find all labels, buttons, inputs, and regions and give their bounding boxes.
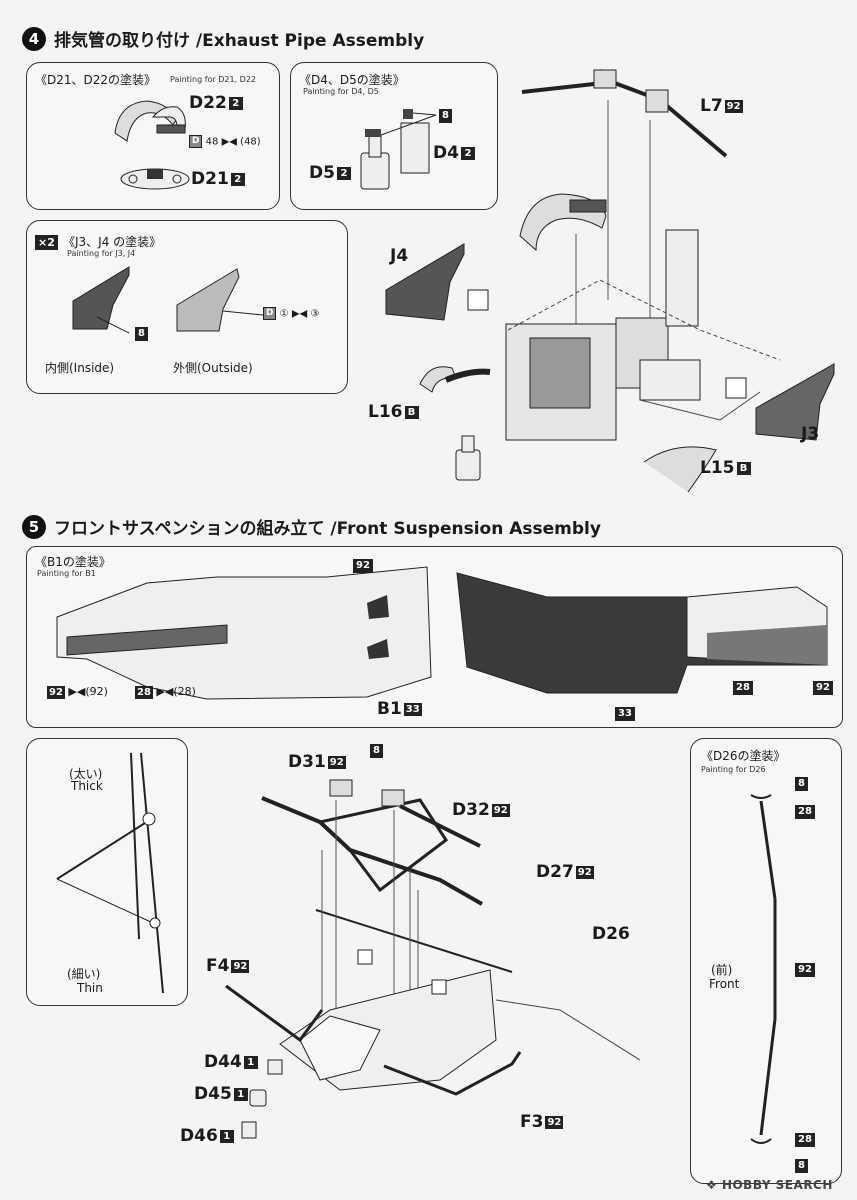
- monocoque-drawing: [56, 566, 828, 700]
- color-8: 8: [135, 327, 148, 341]
- step-number: 4: [22, 26, 46, 51]
- color-92: 92: [813, 681, 833, 695]
- suspension-detail-drawing: [56, 752, 164, 994]
- thick-label-jp: (太い): [69, 767, 103, 781]
- thick-label-en: Thick: [71, 779, 103, 793]
- paint-code-d22: D 48 ▶◀ (48): [189, 135, 261, 148]
- front-label-en: Front: [709, 977, 740, 991]
- bracket-drawing: [360, 109, 437, 190]
- thin-label-en: Thin: [77, 981, 103, 995]
- front-label-jp: (前): [711, 963, 733, 977]
- mix-icon: ▶◀: [156, 685, 174, 698]
- color-28-top: 28: [795, 805, 815, 819]
- hobby-search-icon: ❖: [706, 1178, 722, 1192]
- color-92-mid: 92: [795, 963, 815, 977]
- exhaust-cover-drawing: [114, 100, 190, 190]
- panel-subtitle: Painting for B1: [37, 569, 96, 578]
- panel-subtitle: Painting for D26: [701, 765, 766, 774]
- color-8-top: 8: [795, 777, 808, 791]
- panel-title: 《D4、D5の塗装》: [299, 73, 405, 87]
- tie-rod-drawing: [750, 794, 777, 1144]
- inside-label: 内側(Inside): [45, 361, 115, 375]
- panel-subtitle: Painting for D21, D22: [170, 75, 257, 84]
- step-5-heading: 5 フロントサスペンションの組み立て /Front Suspension Ass…: [22, 514, 601, 539]
- watermark-logo: ❖ HOBBY SEARCH: [706, 1178, 833, 1192]
- multiplier-badge: ×2: [35, 235, 58, 250]
- part-label-j4: J4: [390, 246, 409, 266]
- side-panel-drawing: [72, 266, 264, 334]
- color-28: 28: [733, 681, 753, 695]
- mix-icon: ▶◀: [221, 136, 237, 148]
- paint-code-28: 28 ▶◀(28): [135, 685, 196, 699]
- panel-thick-thin: (太い) Thick (細い) Thin: [26, 738, 188, 1006]
- panel-subtitle: Painting for D4, D5: [303, 87, 379, 96]
- step-4-heading: 4 排気管の取り付け /Exhaust Pipe Assembly: [22, 26, 424, 51]
- color-92-top: 92: [353, 559, 373, 573]
- panel-d26: 《D26の塗装》 Painting for D26 8 28 92 (前) Fr…: [690, 738, 842, 1184]
- panel-subtitle: Painting for J3, J4: [67, 249, 136, 258]
- engine-assembly-drawing: [385, 68, 835, 493]
- color-8: 8: [370, 744, 383, 758]
- panel-title: 《B1の塗装》: [35, 555, 111, 569]
- thin-label-jp: (細い): [67, 967, 101, 981]
- mix-icon: ▶◀: [68, 685, 86, 698]
- step-number: 5: [22, 514, 46, 539]
- color-8: 8: [439, 109, 452, 123]
- panel-b1: 《B1の塗装》 Painting for B1 92 ▶◀(92) 28 ▶◀(…: [26, 546, 843, 728]
- color-8-bottom: 8: [795, 1159, 808, 1173]
- color-28-bottom: 28: [795, 1133, 815, 1147]
- step-title: フロントサスペンションの組み立て /Front Suspension Assem…: [54, 519, 601, 539]
- panel-j3-j4: ×2 《J3、J4 の塗装》 Painting for J3, J4 8 D ①…: [26, 220, 348, 394]
- paint-code-92: 92 ▶◀(92): [47, 685, 108, 699]
- step-title: 排気管の取り付け /Exhaust Pipe Assembly: [54, 31, 425, 51]
- paint-code-j: D ① ▶◀ ③: [263, 307, 319, 320]
- part-label-j3: J3: [801, 424, 820, 444]
- part-label-d26: D26: [592, 924, 630, 944]
- panel-title: 《J3、J4 の塗装》: [63, 235, 162, 249]
- panel-title: 《D26の塗装》: [701, 749, 786, 763]
- mix-icon: ▶◀: [291, 308, 308, 320]
- outside-label: 外側(Outside): [173, 361, 253, 375]
- color-33: 33: [615, 707, 635, 721]
- panel-title: 《D21、D22の塗装》: [35, 73, 157, 87]
